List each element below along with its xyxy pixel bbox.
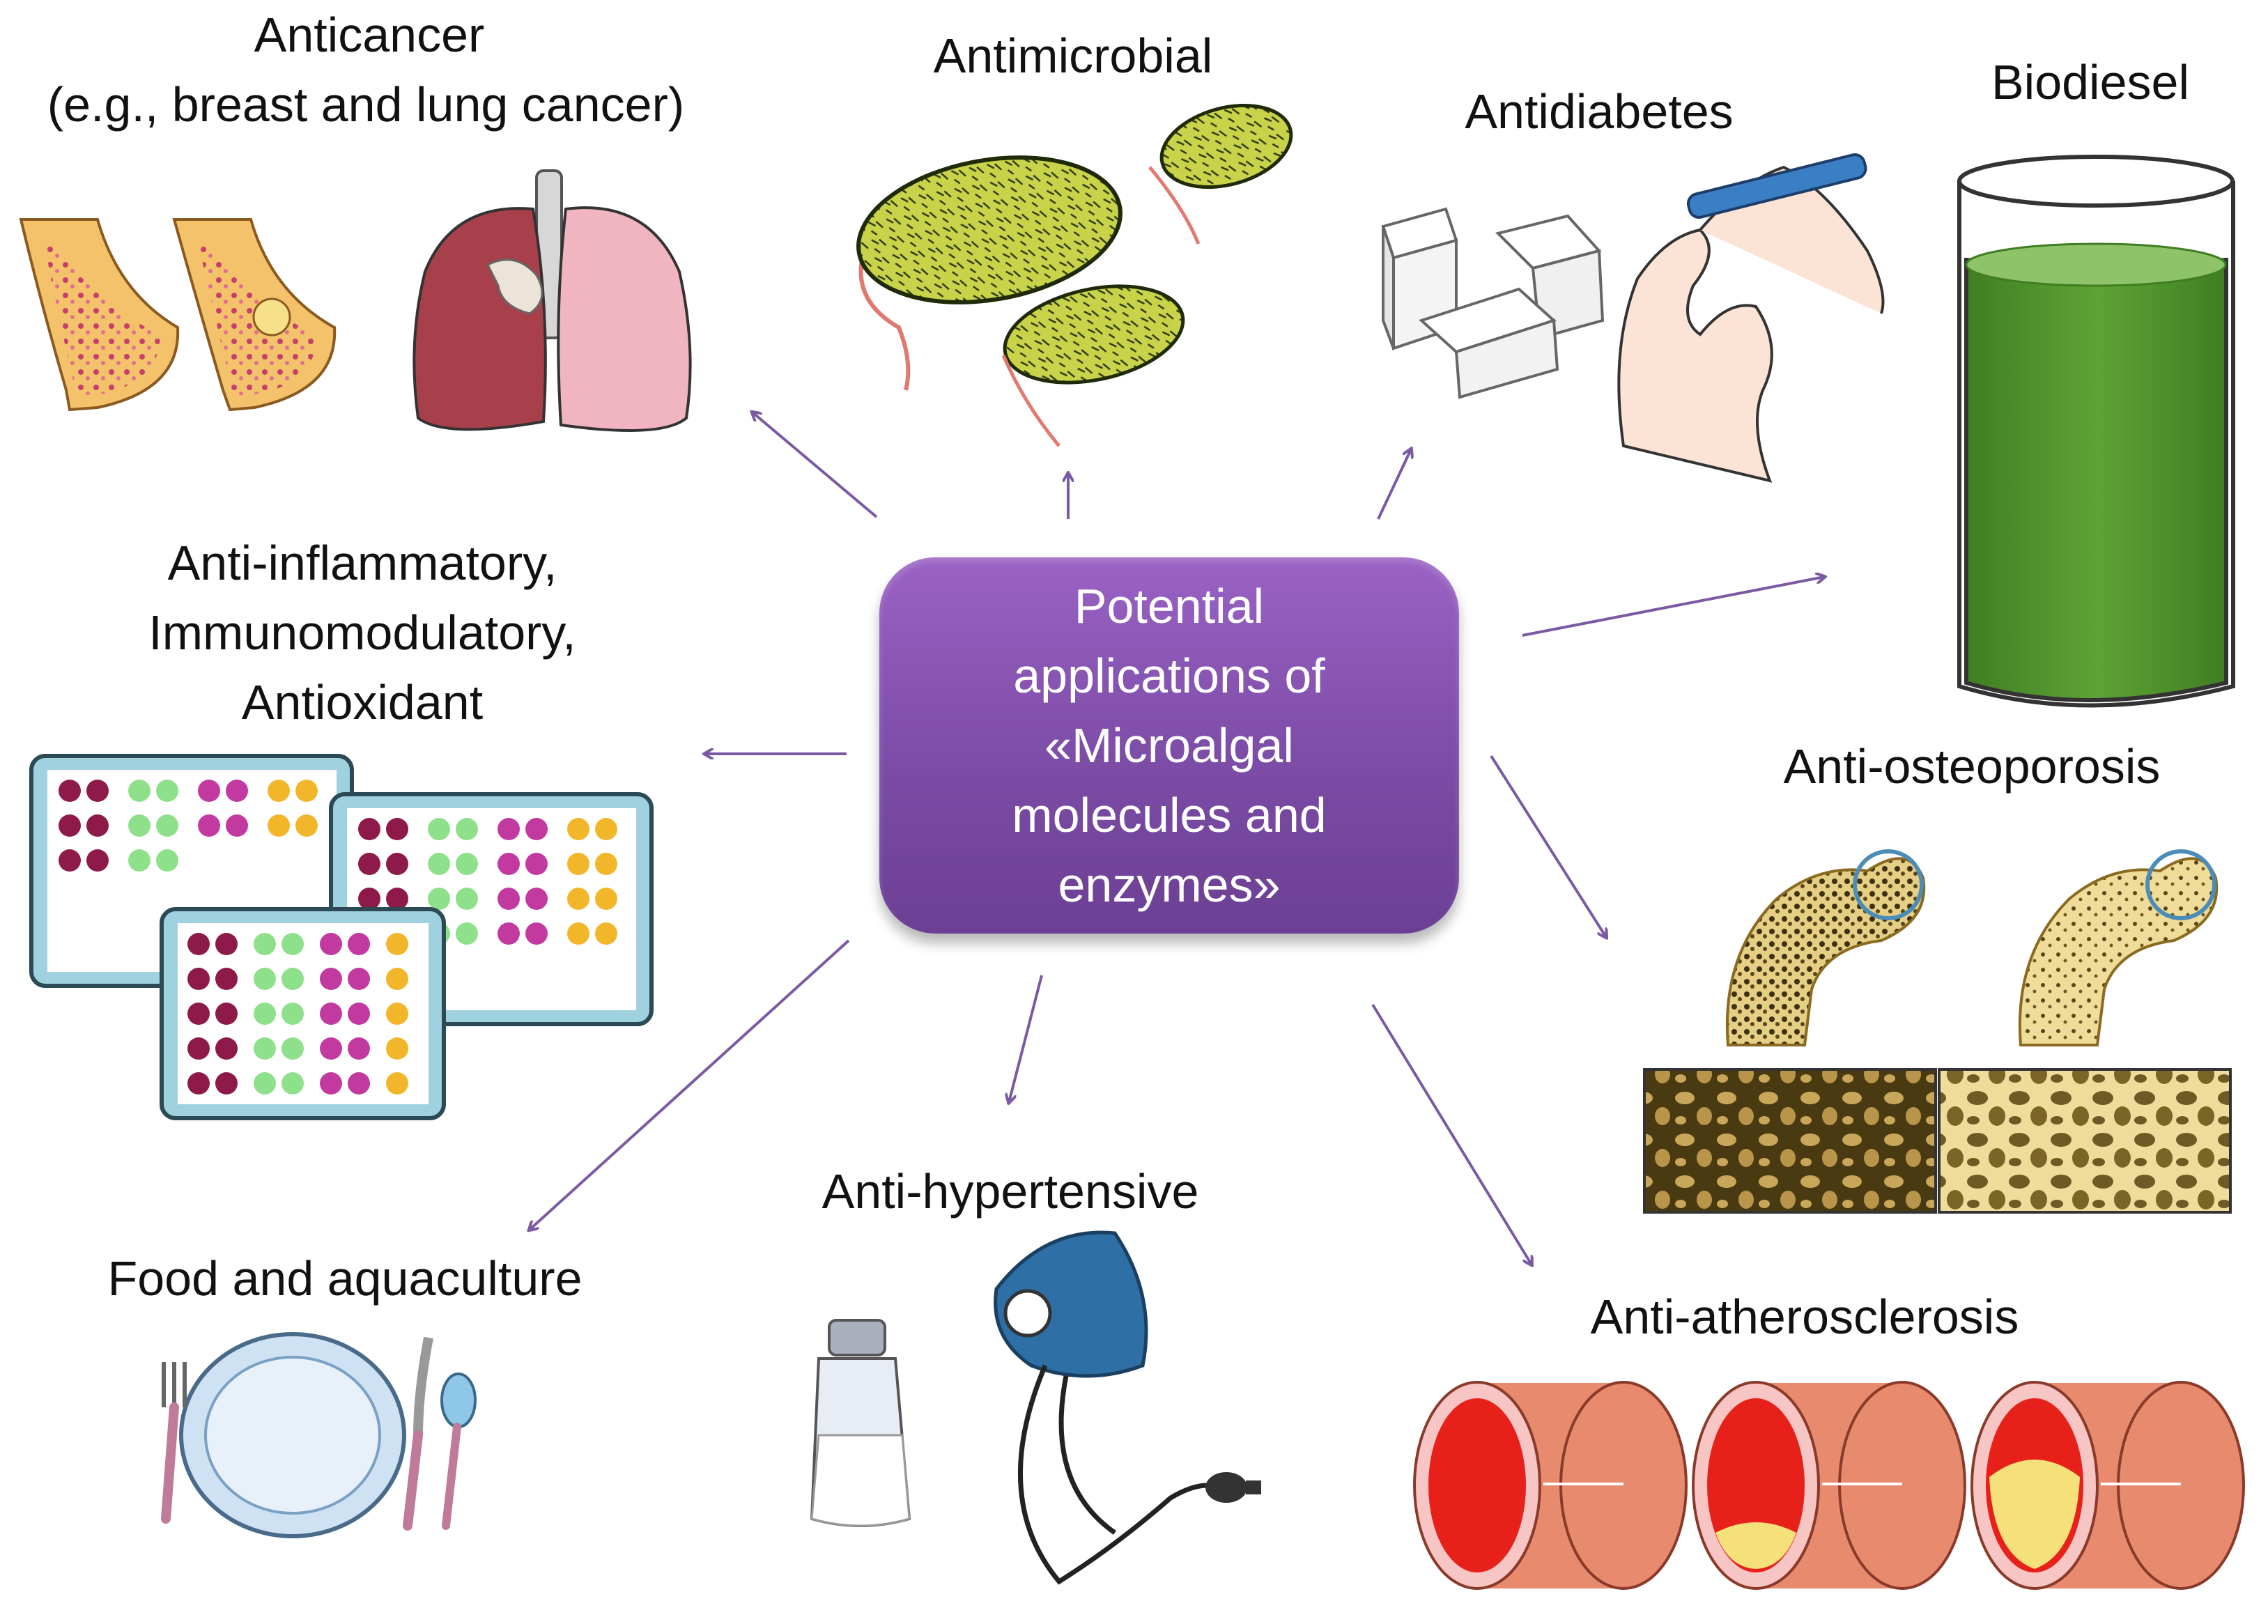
label-antiatherosclerosis: Anti-atherosclerosis bbox=[1590, 1290, 2019, 1344]
center-box: Potential applications of «Microalgal mo… bbox=[879, 557, 1459, 934]
center-line: applications of bbox=[1013, 649, 1325, 703]
biodiesel-glass-icon bbox=[1957, 155, 2235, 708]
artery-icon bbox=[1413, 1381, 2245, 1590]
center-line: molecules and bbox=[1012, 788, 1327, 842]
arrow-biodiesel bbox=[1522, 577, 1824, 637]
bone-section-icon bbox=[1643, 1068, 2232, 1214]
blood-pressure-cuff-icon bbox=[994, 1230, 1261, 1585]
salt-shaker-icon bbox=[810, 1319, 911, 1527]
label-antiinflammatory: Anti-inflammatory, bbox=[167, 536, 557, 590]
label-anticancer: Anticancer bbox=[254, 8, 485, 62]
label-biodiesel: Biodiesel bbox=[1991, 55, 2190, 109]
finger-pricker-icon bbox=[1617, 153, 1885, 483]
label-antiosteoporosis: Anti-osteoporosis bbox=[1783, 739, 2161, 794]
label-antidiabetes: Antidiabetes bbox=[1465, 84, 1734, 139]
plate-icon bbox=[161, 1332, 477, 1538]
bacteria-icon bbox=[856, 103, 1293, 447]
label-anticancer-examples: (e.g., breast and lung cancer) bbox=[47, 77, 685, 132]
center-line: «Microalgal bbox=[1044, 718, 1294, 773]
arrow-antiosteoporosis bbox=[1490, 755, 1606, 937]
lung-icon bbox=[412, 169, 692, 432]
arrow-antidiabetes bbox=[1377, 449, 1411, 520]
breast-icon bbox=[19, 218, 337, 412]
center-line: Potential bbox=[1074, 579, 1265, 633]
label-antimicrobial: Antimicrobial bbox=[933, 29, 1213, 83]
sugar-cubes-icon bbox=[1381, 207, 1605, 399]
well-plates-icon bbox=[29, 754, 654, 1120]
label-food-aquaculture: Food and aquaculture bbox=[107, 1251, 583, 1306]
femur-icon bbox=[1725, 849, 2219, 1046]
label-immunomodulatory: Immunomodulatory, bbox=[148, 605, 576, 660]
arrow-antihypertensive bbox=[1009, 975, 1043, 1102]
arrows bbox=[530, 412, 1824, 1265]
label-antihypertensive: Anti-hypertensive bbox=[821, 1164, 1199, 1219]
center-line: enzymes» bbox=[1058, 858, 1281, 912]
arrow-anticancer bbox=[753, 412, 878, 518]
arrow-antiatherosclerosis bbox=[1371, 1003, 1532, 1265]
arrow-food bbox=[530, 939, 850, 1230]
label-antioxidant: Antioxidant bbox=[241, 675, 484, 729]
